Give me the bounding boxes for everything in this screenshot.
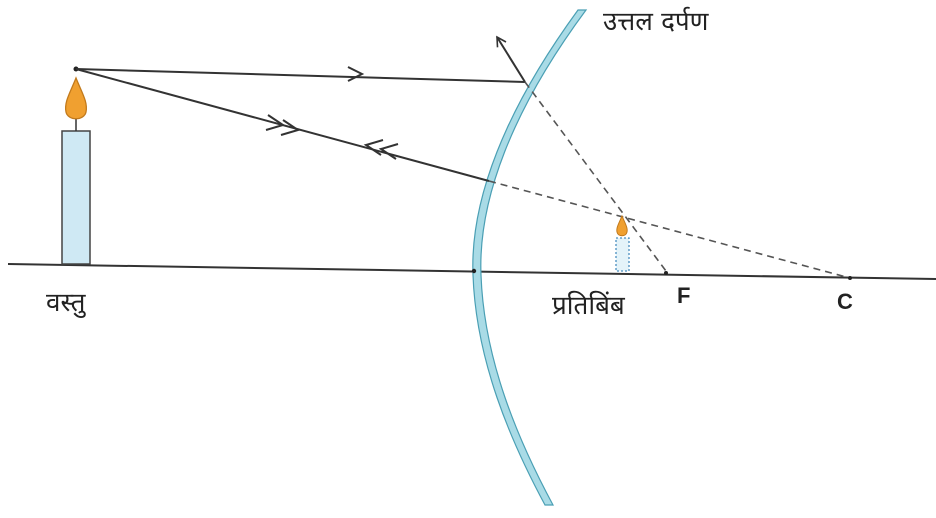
reflected-ray-1 <box>497 37 525 82</box>
image-candle-body <box>616 238 629 271</box>
arrow-single <box>348 67 362 81</box>
convex-mirror <box>473 10 586 505</box>
object-label: वस्तु <box>46 283 85 319</box>
candle-icon <box>62 67 90 265</box>
pole-point <box>472 269 476 273</box>
candle-flame <box>66 78 87 119</box>
image-label: प्रतिबिंब <box>552 286 625 322</box>
small-candle-icon <box>616 216 629 271</box>
incident-ray-parallel <box>76 69 525 82</box>
focus-point <box>664 271 668 275</box>
center-point <box>848 276 852 280</box>
image-candle-flame <box>617 216 627 236</box>
virtual-ray-to-focus <box>525 82 666 271</box>
center-label: C <box>837 289 853 315</box>
candle-body <box>62 131 90 264</box>
focus-label: F <box>677 283 690 309</box>
arrow-double-forward <box>266 115 298 135</box>
virtual-ray-to-center <box>489 181 850 278</box>
mirror-label: उत्तल दर्पण <box>603 2 708 38</box>
